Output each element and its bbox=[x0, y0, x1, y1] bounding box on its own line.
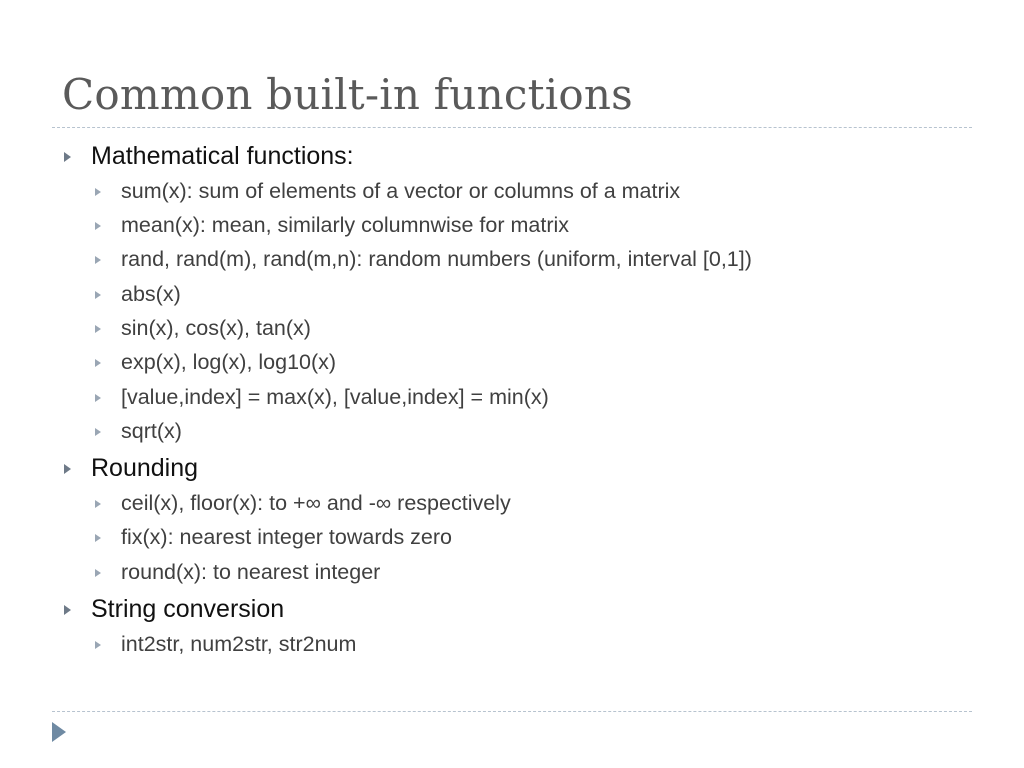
section-heading-label: Rounding bbox=[91, 454, 199, 482]
triangle-right-icon bbox=[95, 533, 101, 542]
list-item: sqrt(x) bbox=[95, 419, 182, 444]
section-heading-label: String conversion bbox=[91, 595, 285, 623]
triangle-right-icon bbox=[95, 393, 101, 402]
slide-title: Common built-in functions bbox=[62, 70, 633, 119]
list-item: sin(x), cos(x), tan(x) bbox=[95, 316, 311, 341]
triangle-right-icon bbox=[64, 151, 71, 162]
list-item: int2str, num2str, str2num bbox=[95, 632, 356, 657]
list-item-text: sum(x): sum of elements of a vector or c… bbox=[121, 179, 681, 203]
list-item: round(x): to nearest integer bbox=[95, 560, 380, 585]
list-item-text: fix(x): nearest integer towards zero bbox=[121, 525, 452, 549]
list-item-text: [value,index] = max(x), [value,index] = … bbox=[121, 385, 549, 409]
section-heading-rounding: Rounding bbox=[64, 454, 198, 483]
list-item-text: ceil(x), floor(x): to +∞ and -∞ respecti… bbox=[121, 491, 511, 515]
list-item: rand, rand(m), rand(m,n): random numbers… bbox=[95, 247, 752, 272]
triangle-right-icon bbox=[95, 255, 101, 264]
section-heading-label: Mathematical functions: bbox=[91, 142, 354, 170]
list-item: ceil(x), floor(x): to +∞ and -∞ respecti… bbox=[95, 491, 511, 516]
list-item: mean(x): mean, similarly columnwise for … bbox=[95, 213, 569, 238]
list-item-text: mean(x): mean, similarly columnwise for … bbox=[121, 213, 570, 237]
list-item: abs(x) bbox=[95, 282, 181, 307]
list-item-text: exp(x), log(x), log10(x) bbox=[121, 350, 337, 374]
triangle-right-icon bbox=[95, 640, 101, 649]
triangle-right-icon bbox=[95, 187, 101, 196]
list-item-text: abs(x) bbox=[121, 282, 181, 306]
triangle-right-icon bbox=[95, 290, 101, 299]
list-item-text: round(x): to nearest integer bbox=[121, 560, 381, 584]
list-item: sum(x): sum of elements of a vector or c… bbox=[95, 179, 680, 204]
next-slide-arrow-icon[interactable] bbox=[52, 722, 66, 742]
title-divider bbox=[52, 127, 972, 128]
triangle-right-icon bbox=[95, 324, 101, 333]
list-item-text: sqrt(x) bbox=[121, 419, 182, 443]
triangle-right-icon bbox=[95, 221, 101, 230]
section-heading-string-conversion: String conversion bbox=[64, 595, 284, 624]
triangle-right-icon bbox=[95, 568, 101, 577]
section-heading-math: Mathematical functions: bbox=[64, 142, 354, 171]
triangle-right-icon bbox=[95, 427, 101, 436]
triangle-right-icon bbox=[64, 604, 71, 615]
list-item: [value,index] = max(x), [value,index] = … bbox=[95, 385, 549, 410]
list-item-text: int2str, num2str, str2num bbox=[121, 632, 357, 656]
list-item-text: rand, rand(m), rand(m,n): random numbers… bbox=[121, 247, 752, 271]
list-item-text: sin(x), cos(x), tan(x) bbox=[121, 316, 311, 340]
footer-divider bbox=[52, 711, 972, 712]
list-item: exp(x), log(x), log10(x) bbox=[95, 350, 336, 375]
list-item: fix(x): nearest integer towards zero bbox=[95, 525, 452, 550]
triangle-right-icon bbox=[95, 499, 101, 508]
triangle-right-icon bbox=[95, 358, 101, 367]
triangle-right-icon bbox=[64, 463, 71, 474]
